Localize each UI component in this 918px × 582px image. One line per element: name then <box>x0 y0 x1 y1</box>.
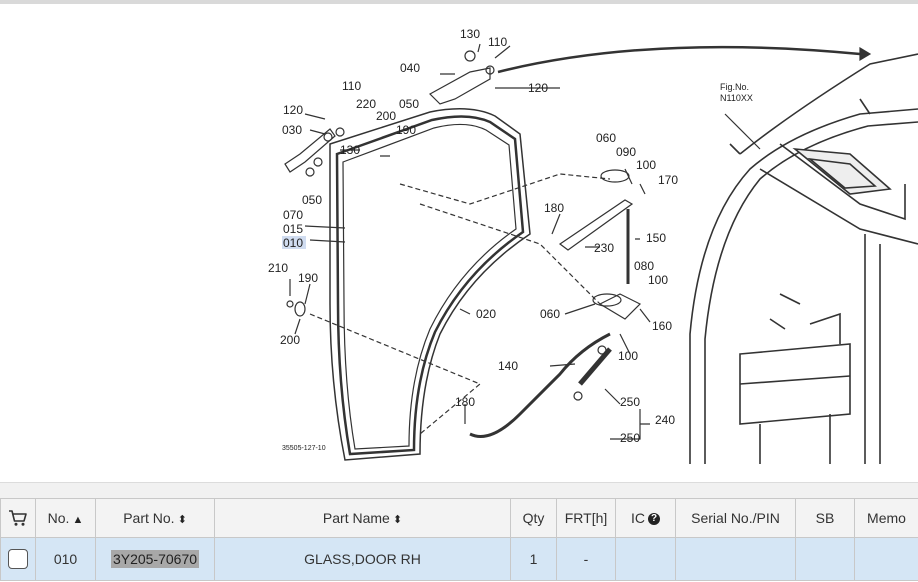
callout[interactable]: 070 <box>283 208 303 222</box>
header-serial: Serial No./PIN <box>675 498 796 538</box>
callout[interactable]: 050 <box>399 97 419 111</box>
sort-both-icon: ⬍ <box>392 514 403 526</box>
header-memo: Memo <box>854 498 918 538</box>
cell-part-name: GLASS,DOOR RH <box>214 537 511 581</box>
header-qty: Qty <box>510 498 557 538</box>
callout[interactable]: 060 <box>596 131 616 145</box>
callout[interactable]: 040 <box>400 61 420 75</box>
callout[interactable]: 250 <box>620 431 640 445</box>
cell-serial <box>675 537 796 581</box>
callout[interactable]: 110 <box>488 35 507 49</box>
fig-no-label: Fig.No. <box>720 82 749 92</box>
callout[interactable]: 240 <box>655 413 675 427</box>
callout[interactable]: 120 <box>528 81 548 95</box>
callout[interactable]: 190 <box>396 123 416 137</box>
drawing-code: 35505-127-10 <box>282 445 326 452</box>
callout[interactable]: 020 <box>476 307 496 321</box>
callout[interactable]: 140 <box>498 359 518 373</box>
part-number[interactable]: 3Y205-70670 <box>110 550 200 568</box>
table-header-row: No.▲ Part No.⬍ Part Name⬍ Qty FRT[h] IC?… <box>0 498 918 538</box>
callout[interactable]: 200 <box>280 333 300 347</box>
cell-part-no: 3Y205-70670 <box>95 537 215 581</box>
callout[interactable]: 220 <box>356 97 376 111</box>
sort-both-icon: ⬍ <box>177 514 187 526</box>
cart-icon <box>9 510 27 526</box>
row-select-cell <box>0 537 36 581</box>
row-checkbox[interactable] <box>8 549 28 569</box>
top-border <box>0 0 918 4</box>
cell-memo[interactable] <box>854 537 918 581</box>
callout[interactable]: 210 <box>268 261 288 275</box>
cell-ic <box>615 537 676 581</box>
callout[interactable]: 100 <box>648 273 668 287</box>
parts-diagram[interactable]: 130 110 040 120 110 120 220 200 050 030 … <box>0 4 918 482</box>
callout[interactable]: 130 <box>460 27 480 41</box>
header-part-no[interactable]: Part No.⬍ <box>95 498 215 538</box>
header-ic: IC? <box>615 498 676 538</box>
callout[interactable]: 150 <box>646 231 666 245</box>
exploded-view-drawing: 130 110 040 120 110 120 220 200 050 030 … <box>268 27 918 464</box>
callout[interactable]: 015 <box>283 222 303 236</box>
header-sb: SB <box>795 498 855 538</box>
cell-no: 010 <box>35 537 96 581</box>
fig-no-value: N110XX <box>720 93 753 103</box>
callout-selected[interactable]: 010 <box>283 236 303 250</box>
cell-sb <box>795 537 855 581</box>
header-no[interactable]: No.▲ <box>35 498 96 538</box>
cell-qty: 1 <box>510 537 557 581</box>
section-separator <box>0 482 918 499</box>
callout[interactable]: 180 <box>544 201 564 215</box>
callout[interactable]: 090 <box>616 145 636 159</box>
header-part-name[interactable]: Part Name⬍ <box>214 498 511 538</box>
parts-table: No.▲ Part No.⬍ Part Name⬍ Qty FRT[h] IC?… <box>0 498 918 581</box>
callout[interactable]: 160 <box>652 319 672 333</box>
callout[interactable]: 120 <box>283 103 303 117</box>
callout[interactable]: 190 <box>298 271 318 285</box>
callout[interactable]: 170 <box>658 173 678 187</box>
cell-frt: - <box>556 537 616 581</box>
info-icon[interactable]: ? <box>648 513 660 526</box>
callout[interactable]: 200 <box>376 109 396 123</box>
selected-callout-highlight <box>282 236 306 249</box>
header-frt: FRT[h] <box>556 498 616 538</box>
callout[interactable]: 030 <box>282 123 302 137</box>
table-row[interactable]: 010 3Y205-70670 GLASS,DOOR RH 1 - <box>0 537 918 581</box>
callout[interactable]: 080 <box>634 259 654 273</box>
callout[interactable]: 050 <box>302 193 322 207</box>
callout[interactable]: 060 <box>540 307 560 321</box>
callout[interactable]: 100 <box>636 158 656 172</box>
callout[interactable]: 130 <box>340 143 360 157</box>
callout[interactable]: 230 <box>594 241 614 255</box>
callout[interactable]: 250 <box>620 395 640 409</box>
callout[interactable]: 100 <box>618 349 638 363</box>
sort-asc-icon: ▲ <box>72 514 84 526</box>
header-cart <box>0 498 36 538</box>
callout[interactable]: 110 <box>342 79 361 93</box>
callout[interactable]: 180 <box>455 395 475 409</box>
